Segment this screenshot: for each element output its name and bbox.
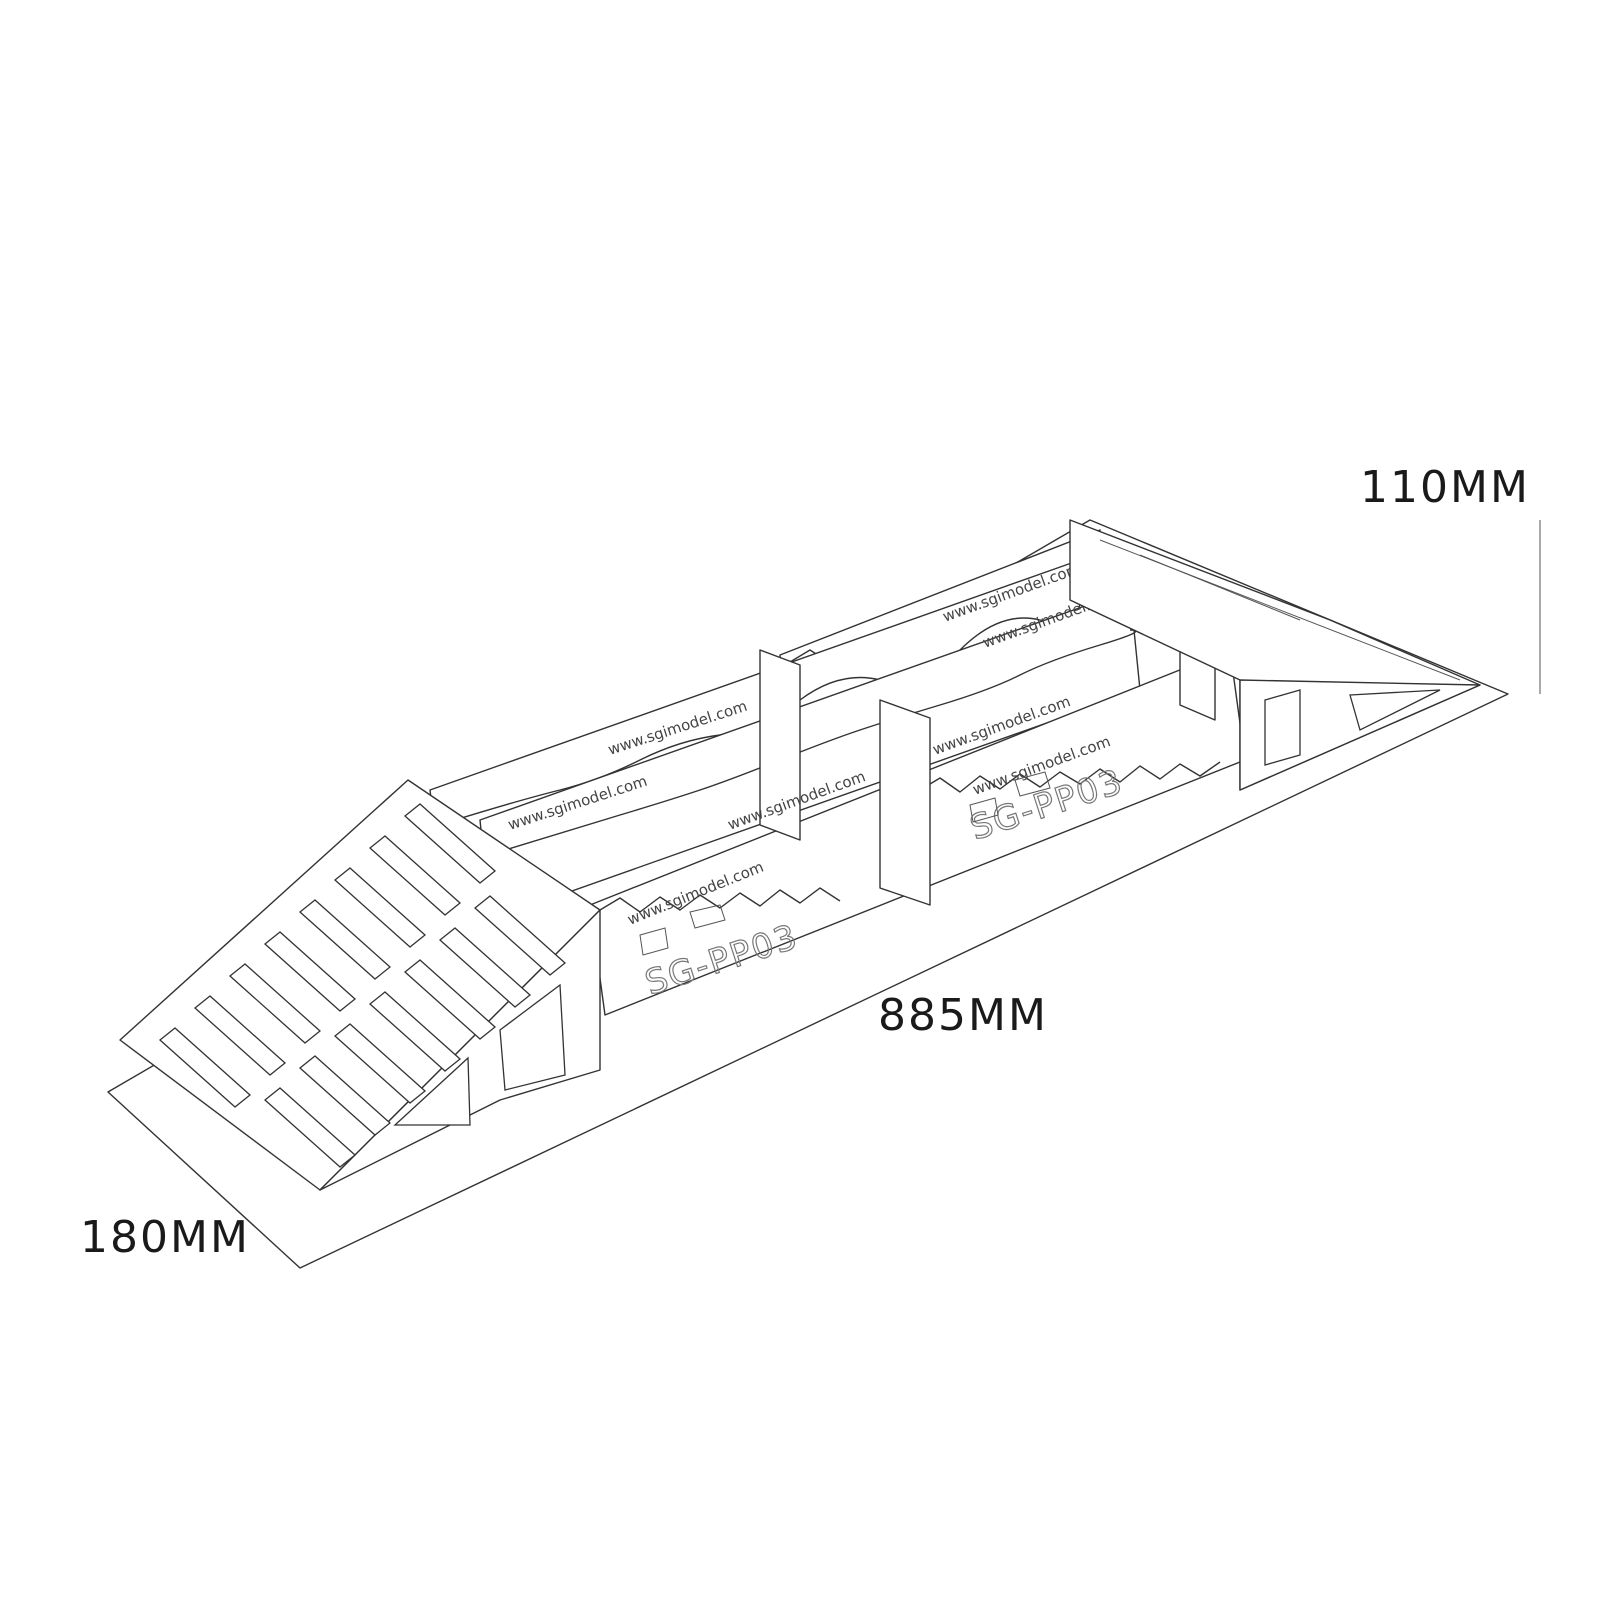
base-tab — [969, 797, 999, 823]
length-label: 885MM — [878, 990, 1048, 1041]
cross-divider-left — [759, 649, 801, 841]
base-tab — [639, 927, 669, 956]
right-ramp — [1069, 519, 1481, 791]
cross-divider-center — [879, 699, 931, 906]
height-label: 110MM — [1360, 462, 1530, 513]
base-tab — [689, 904, 726, 929]
base-tab — [1014, 771, 1051, 797]
left-ramp — [119, 779, 601, 1191]
width-label: 180MM — [80, 1212, 250, 1263]
